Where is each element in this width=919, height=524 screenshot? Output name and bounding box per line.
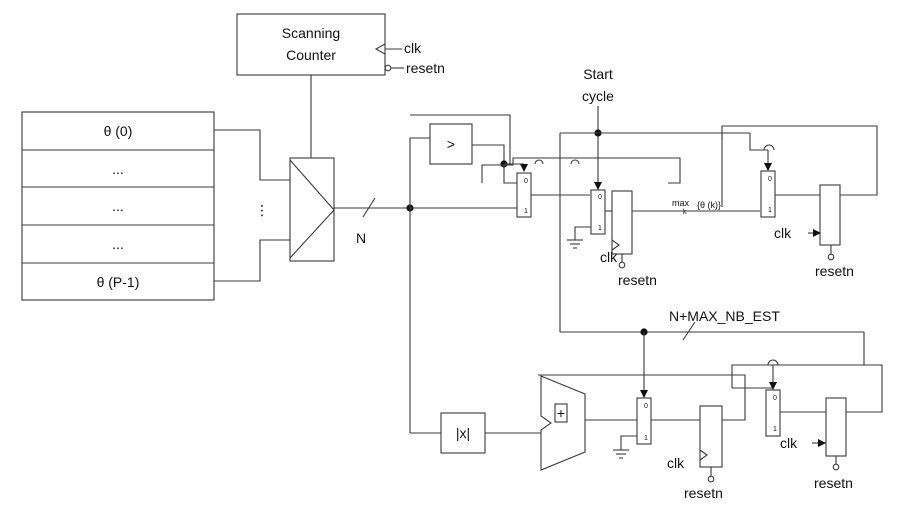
mux-start [590, 189, 606, 235]
max-operator: max [672, 198, 690, 208]
estimate-register-upper: 0 1 clk resetn [721, 125, 878, 279]
svg-text:0: 0 [524, 178, 528, 185]
svg-text:1: 1 [644, 435, 648, 442]
start-cycle-line2: cycle [582, 88, 614, 104]
sum-path: |x| + 0 1 clk resetn [410, 374, 746, 501]
max-expression: {θ (k)} [697, 200, 721, 210]
mux-lower-right [765, 389, 781, 437]
register-sum-resetn: resetn [684, 485, 723, 501]
abs-symbol: |x| [456, 425, 470, 441]
register-lower-right [825, 397, 847, 457]
counter-label-line1: Scanning [282, 25, 340, 41]
bus-n-label: N [356, 230, 366, 246]
memory-row-1: ... [112, 161, 124, 177]
comparator-symbol: > [447, 136, 455, 152]
counter-label-line2: Counter [286, 47, 336, 63]
svg-text:0: 0 [598, 194, 602, 201]
bus-wide-label: N+MAX_NB_EST [669, 308, 780, 324]
svg-text:k: k [683, 209, 687, 216]
start-cycle-line1: Start [583, 66, 613, 82]
register-upper-clk: clk [774, 225, 792, 241]
mux-upper-right [760, 170, 776, 218]
estimate-register-lower: 0 1 clk resetn [731, 359, 883, 491]
register-max [611, 190, 633, 255]
register-upper-right [819, 184, 841, 246]
svg-text:0: 0 [768, 176, 772, 183]
svg-text:1: 1 [768, 207, 772, 214]
input-selector: N [289, 157, 414, 262]
memory-row-4: θ (P-1) [97, 274, 140, 290]
max-path: > 0 1 Start cycle 0 1 clk [409, 66, 760, 433]
svg-text:0: 0 [773, 395, 777, 402]
counter-resetn-label: resetn [406, 60, 445, 76]
scanning-counter: Scanning Counter clk resetn [236, 13, 445, 158]
svg-text:1: 1 [524, 208, 528, 215]
memory-row-0: θ (0) [104, 123, 133, 139]
register-max-resetn: resetn [618, 272, 657, 288]
register-lower-clk: clk [780, 435, 798, 451]
register-upper-resetn: resetn [815, 263, 854, 279]
counter-clk-label: clk [404, 40, 422, 56]
svg-text:1: 1 [773, 426, 777, 433]
adder-symbol: + [557, 405, 565, 421]
mux-sum [636, 397, 652, 445]
memory-row-2: ... [112, 198, 124, 214]
register-max-clk: clk [600, 249, 618, 265]
theta-memory: θ (0) ... ... ... θ (P-1) ⋮ [21, 111, 290, 301]
svg-text:0: 0 [644, 403, 648, 410]
memory-row-3: ... [112, 236, 124, 252]
register-sum-clk: clk [667, 455, 685, 471]
register-lower-resetn: resetn [814, 475, 853, 491]
memory-dots: ⋮ [255, 202, 269, 218]
svg-text:1: 1 [598, 225, 602, 232]
